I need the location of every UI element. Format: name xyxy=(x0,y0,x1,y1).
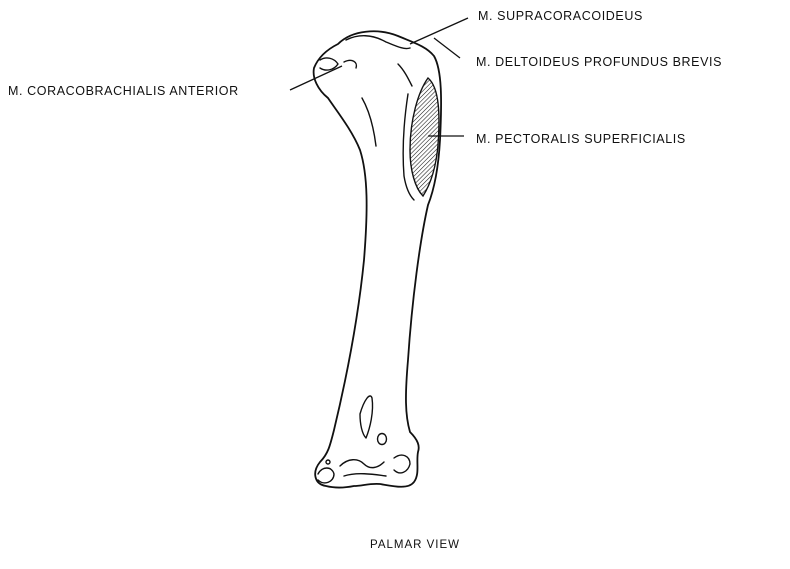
leader-deltoideus xyxy=(434,38,460,58)
label-coracobrachialis-anterior: M. CORACOBRACHIALIS ANTERIOR xyxy=(8,84,239,98)
label-deltoideus-profundus-brevis: M. DELTOIDEUS PROFUNDUS BREVIS xyxy=(476,55,722,69)
label-pectoralis-superficialis: M. PECTORALIS SUPERFICIALIS xyxy=(476,132,686,146)
label-supracoracoideus: M. SUPRACORACOIDEUS xyxy=(478,9,643,23)
view-caption: PALMAR VIEW xyxy=(370,538,460,552)
leader-supracoracoideus xyxy=(410,18,468,44)
